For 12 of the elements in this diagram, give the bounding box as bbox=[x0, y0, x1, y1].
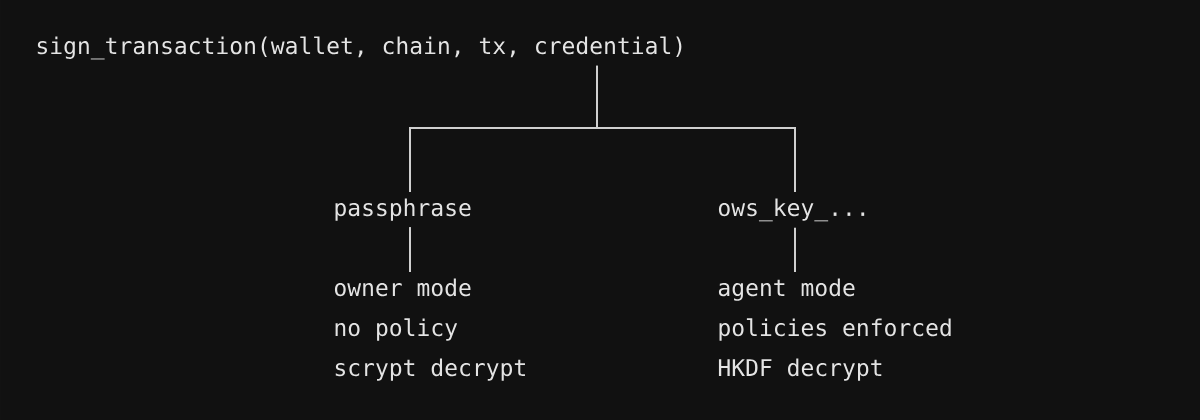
node-text: policies enforced bbox=[719, 318, 951, 341]
node-text: sign_transaction(wallet, chain, tx, credential) bbox=[37, 36, 682, 60]
node-text: HKDF decrypt bbox=[718, 358, 882, 381]
node-text: agent mode bbox=[718, 278, 855, 301]
node-text: owner mode bbox=[334, 278, 471, 297]
connector-line bbox=[794, 226, 796, 273]
connector-line bbox=[409, 226, 411, 273]
node-text: ows_key_... bbox=[718, 198, 865, 222]
node-text: scrypt decrypt bbox=[335, 358, 525, 381]
node-text: no policy bbox=[335, 318, 458, 341]
node-text: passphrase bbox=[335, 198, 471, 221]
connector-line bbox=[596, 64, 796, 193]
